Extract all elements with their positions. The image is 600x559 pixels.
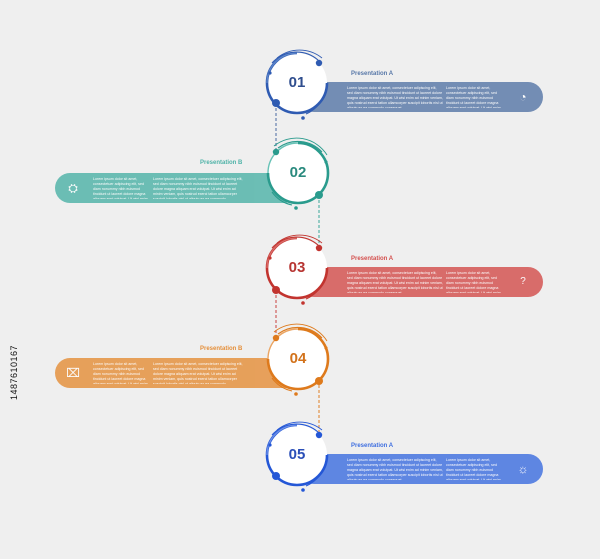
stock-id-label: 1487610167 [9, 344, 19, 400]
